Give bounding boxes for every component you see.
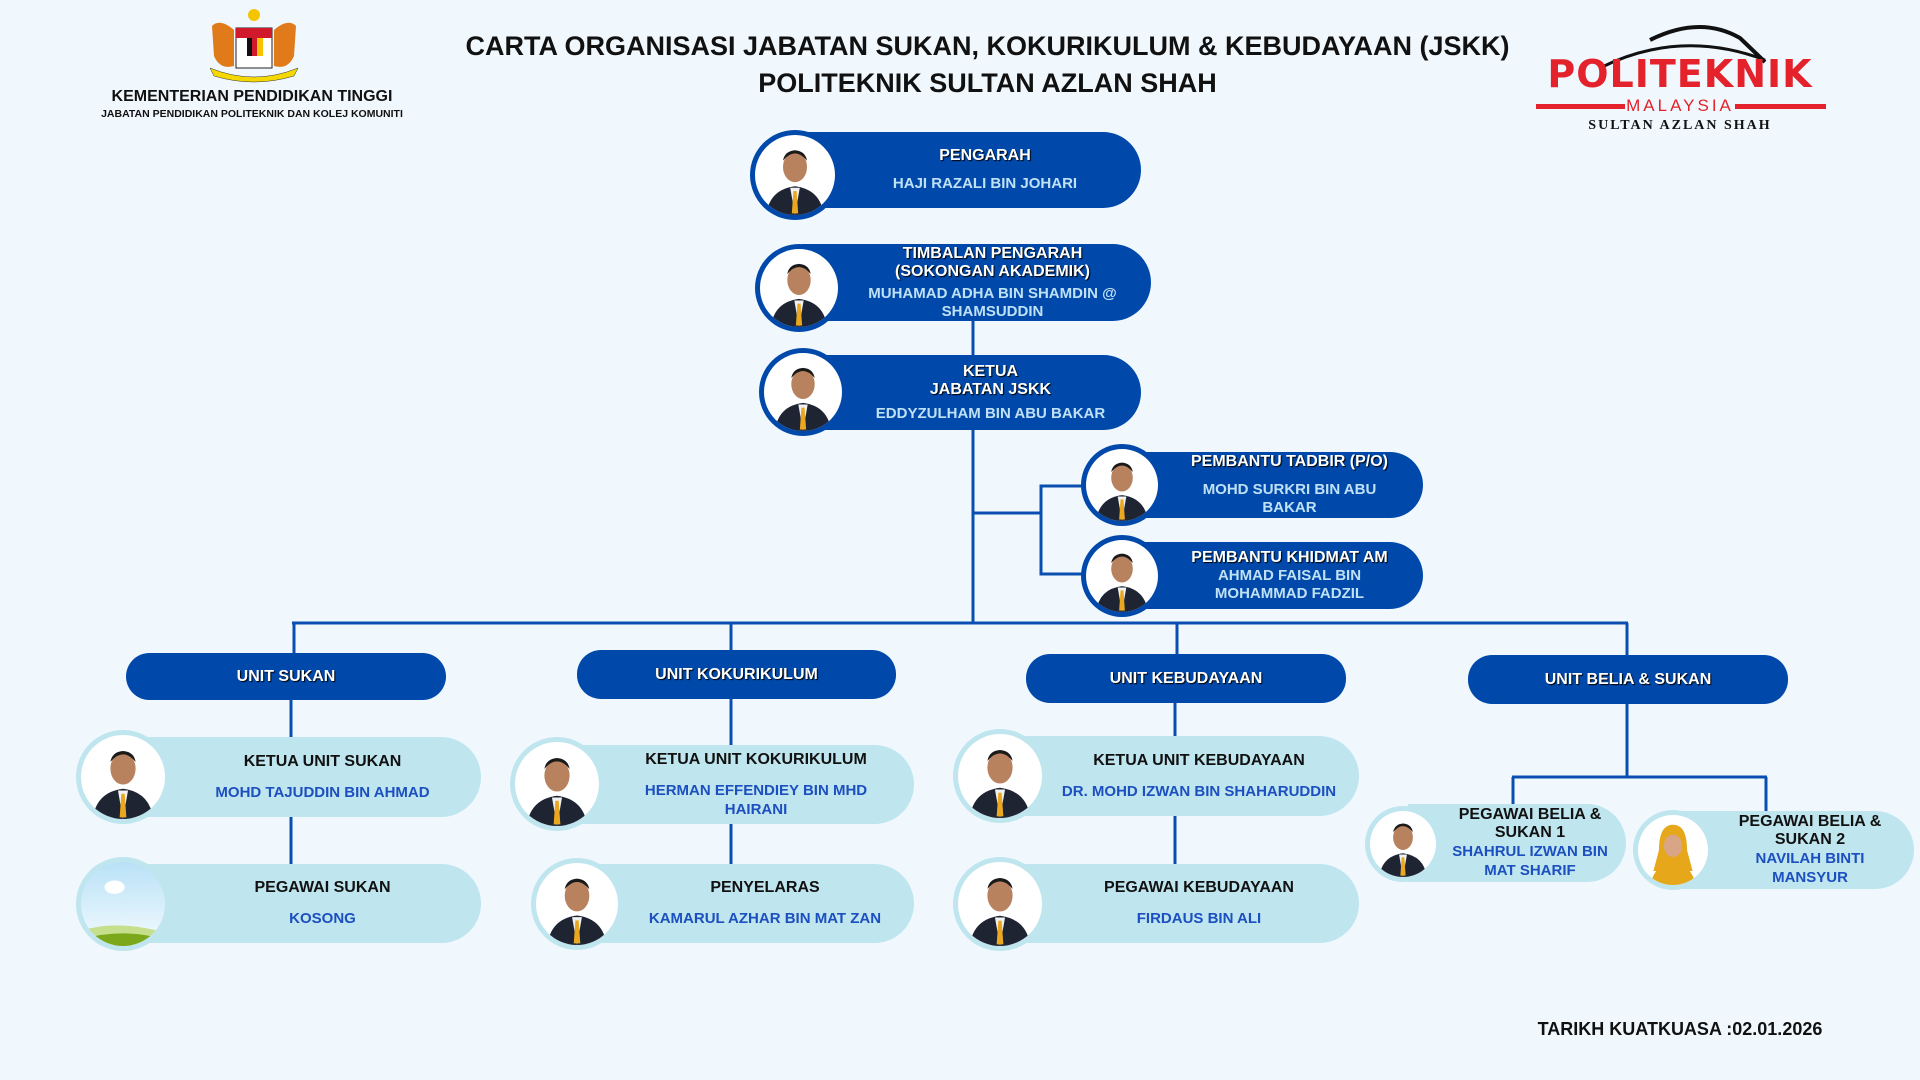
profile-photo [1365, 806, 1441, 882]
vacant-placeholder-image [76, 857, 170, 951]
unit-header-kebudayaan: UNIT KEBUDAYAAN [1026, 654, 1346, 703]
node-title: PENGARAH [939, 147, 1031, 164]
node-name: MOHD TAJUDDIN BIN AHMAD [215, 783, 430, 801]
node-name: KOSONG [289, 910, 356, 927]
node-title: PEGAWAI SUKAN [254, 879, 391, 896]
node-title: PEGAWAI KEBUDAYAAN [1104, 879, 1294, 896]
page-title: CARTA ORGANISASI JABATAN SUKAN, KOKURIKU… [400, 28, 1575, 102]
ministry-name: KEMENTERIAN PENDIDIKAN TINGGI [111, 88, 393, 105]
profile-photo [759, 348, 847, 436]
logo-brand: POLITEKNIK [1547, 52, 1813, 96]
node-title: PEGAWAI BELIA & SUKAN 2 [1738, 813, 1882, 848]
node-name: NAVILAH BINTI MANSYUR [1755, 850, 1865, 886]
politeknik-logo: POLITEKNIK MALAYSIA SULTAN AZLAN SHAH [1530, 20, 1830, 135]
node-title: KETUA UNIT KEBUDAYAAN [1093, 751, 1305, 769]
node-name: MUHAMAD ADHA BIN SHAMDIN @ SHAMSUDDIN [868, 284, 1117, 320]
profile-photo [510, 737, 604, 831]
swoosh-icon [1599, 25, 1767, 70]
node-card: PEGAWAI SUKAN KOSONG [129, 864, 481, 943]
logo-campus: SULTAN AZLAN SHAH [1588, 118, 1772, 133]
node-card: KETUA UNIT SUKAN MOHD TAJUDDIN BIN AHMAD [129, 737, 481, 817]
node-card: KETUA UNIT KOKURIKULUM HERMAN EFFENDIEY B… [563, 745, 914, 824]
node-card: PEMBANTU TADBIR (P/O) MOHD SURKRI BIN ABU… [1127, 452, 1423, 518]
logo-sub: MALAYSIA [1625, 96, 1735, 116]
department-name: JABATAN PENDIDIKAN POLITEKNIK DAN KOLEJ … [101, 108, 403, 120]
node-name: HERMAN EFFENDIEY BIN MHD HAIRANI [644, 781, 868, 818]
unit-header-sukan: UNIT SUKAN [126, 653, 446, 700]
node-name: DR. MOHD IZWAN BIN SHAHARUDDIN [1061, 782, 1337, 800]
node-name: FIRDAUS BIN ALI [1136, 910, 1262, 927]
coat-of-arms-logo [202, 6, 306, 84]
node-title: PEMBANTU TADBIR (P/O) [1190, 453, 1389, 470]
node-card: PENGARAH HAJI RAZALI BIN JOHARI [796, 132, 1141, 208]
node-card: PENYELARAS KAMARUL AZHAR BIN MAT ZAN [582, 864, 914, 943]
unit-header-kokurikulum: UNIT KOKURIKULUM [577, 650, 896, 699]
profile-photo [953, 857, 1047, 951]
node-card: KETUA JABATAN JSKK EDDYZULHAM BIN ABU BAK… [808, 355, 1141, 430]
profile-photo [1081, 444, 1163, 526]
effective-date: TARIKH KUATKUASA :02.01.2026 [1537, 1019, 1823, 1039]
title-line-1: CARTA ORGANISASI JABATAN SUKAN, KOKURIKU… [465, 31, 1510, 61]
node-name: EDDYZULHAM BIN ABU BAKAR [875, 404, 1106, 422]
node-title: TIMBALAN PENGARAH (SOKONGAN AKADEMIK) [895, 244, 1090, 280]
node-title: KETUA UNIT KOKURIKULUM [645, 750, 867, 768]
profile-photo [76, 730, 170, 824]
profile-photo [755, 244, 843, 332]
profile-photo [1633, 810, 1713, 890]
node-card: PEGAWAI KEBUDAYAAN FIRDAUS BIN ALI [1004, 864, 1359, 943]
node-card: TIMBALAN PENGARAH (SOKONGAN AKADEMIK) MUH… [802, 244, 1151, 321]
node-name: AHMAD FAISAL BIN MOHAMMAD FADZIL [1214, 566, 1365, 602]
node-title: PEGAWAI BELIA & SUKAN 1 [1458, 806, 1602, 841]
node-name: SHAHRUL IZWAN BIN MAT SHARIF [1452, 843, 1608, 879]
node-title: KETUA UNIT SUKAN [243, 752, 402, 770]
profile-photo [953, 729, 1047, 823]
unit-header-belia: UNIT BELIA & SUKAN [1468, 655, 1788, 704]
node-name: MOHD SURKRI BIN ABU BAKAR [1202, 481, 1377, 516]
profile-photo [1081, 535, 1163, 617]
node-card: KETUA UNIT KEBUDAYAAN DR. MOHD IZWAN BIN … [1004, 736, 1359, 816]
node-name: HAJI RAZALI BIN JOHARI [892, 175, 1078, 192]
node-name: KAMARUL AZHAR BIN MAT ZAN [648, 910, 882, 927]
node-title: KETUA JABATAN JSKK [929, 362, 1052, 398]
title-line-2: POLITEKNIK SULTAN AZLAN SHAH [758, 68, 1217, 98]
node-title: PENYELARAS [710, 879, 820, 896]
profile-photo [531, 858, 623, 950]
node-title: PEMBANTU KHIDMAT AM [1191, 548, 1388, 566]
profile-photo [750, 130, 840, 220]
